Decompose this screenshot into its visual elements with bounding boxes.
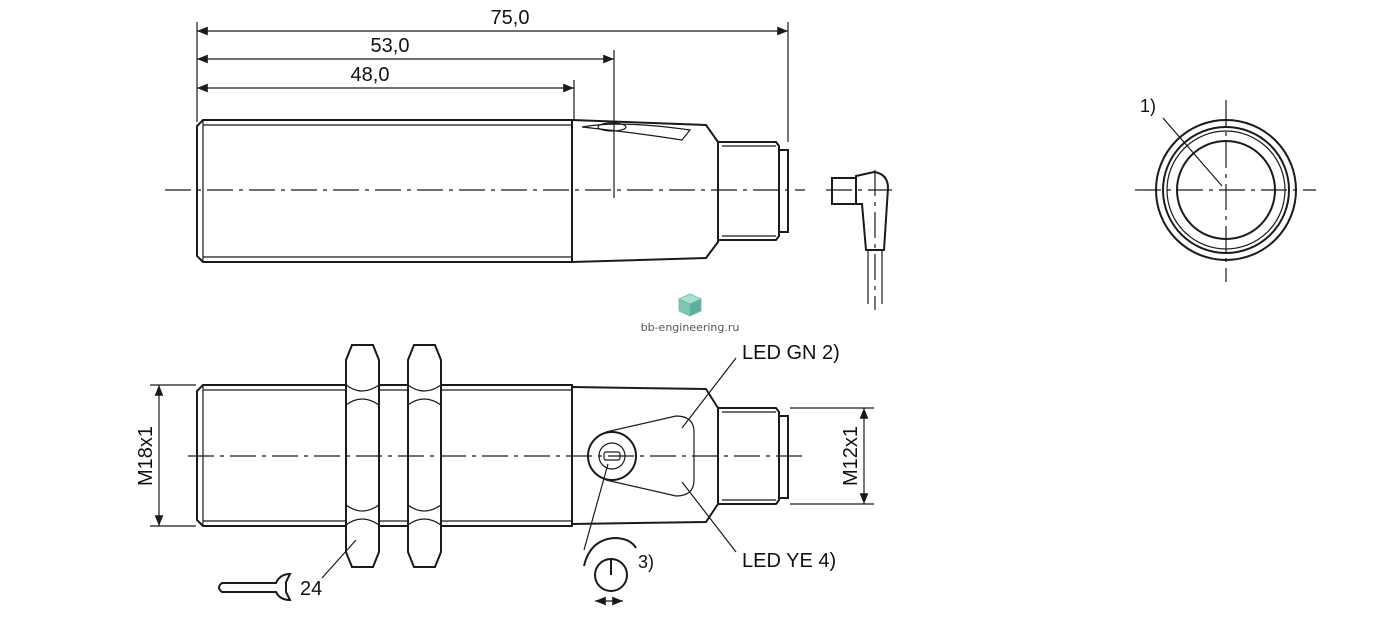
led-green-label: LED GN 2) xyxy=(742,342,840,364)
connector-body xyxy=(855,170,890,251)
wrench-size-label: 24 xyxy=(300,578,322,600)
side-connector-face xyxy=(778,415,789,499)
dimension-75-label: 75,0 xyxy=(491,7,530,29)
dimension-53-label: 53,0 xyxy=(371,35,410,57)
leader-note-3 xyxy=(583,463,609,551)
leader-wrench xyxy=(321,539,357,579)
wrench-icon xyxy=(218,572,292,602)
connector-nut xyxy=(831,177,857,205)
housing xyxy=(571,119,719,263)
potentiometer-slot-top xyxy=(597,122,627,132)
threaded-body xyxy=(196,119,573,263)
watermark-text: bb-engineering.ru xyxy=(641,321,740,334)
leader-led-green xyxy=(681,357,737,429)
watermark: bb-engineering.ru xyxy=(641,293,740,334)
leader-led-yellow xyxy=(681,481,737,553)
m12-label: M12x1 xyxy=(840,426,862,486)
hex-nut-2 xyxy=(407,344,442,568)
end-view: 1) xyxy=(1135,96,1316,282)
m18-label: M18x1 xyxy=(135,426,157,486)
angled-cable-connector xyxy=(826,170,892,310)
note-1-label: 1) xyxy=(1140,96,1156,116)
connector-thread xyxy=(718,141,780,241)
connector-face xyxy=(778,149,789,233)
outer-thread-circle xyxy=(1162,126,1290,254)
adjust-rotation-icon xyxy=(583,536,637,606)
cube-logo-icon xyxy=(678,293,702,317)
note-3-label: 3) xyxy=(638,552,654,572)
side-view: M18x1 M12x1 LED GN 2) LED YE 4) 3) 24 xyxy=(135,342,874,606)
led-yellow-label: LED YE 4) xyxy=(742,550,836,572)
top-view: 75,0 53,0 48,0 xyxy=(165,7,892,310)
leader-note-1 xyxy=(1162,117,1223,187)
dimension-48-label: 48,0 xyxy=(351,64,390,86)
